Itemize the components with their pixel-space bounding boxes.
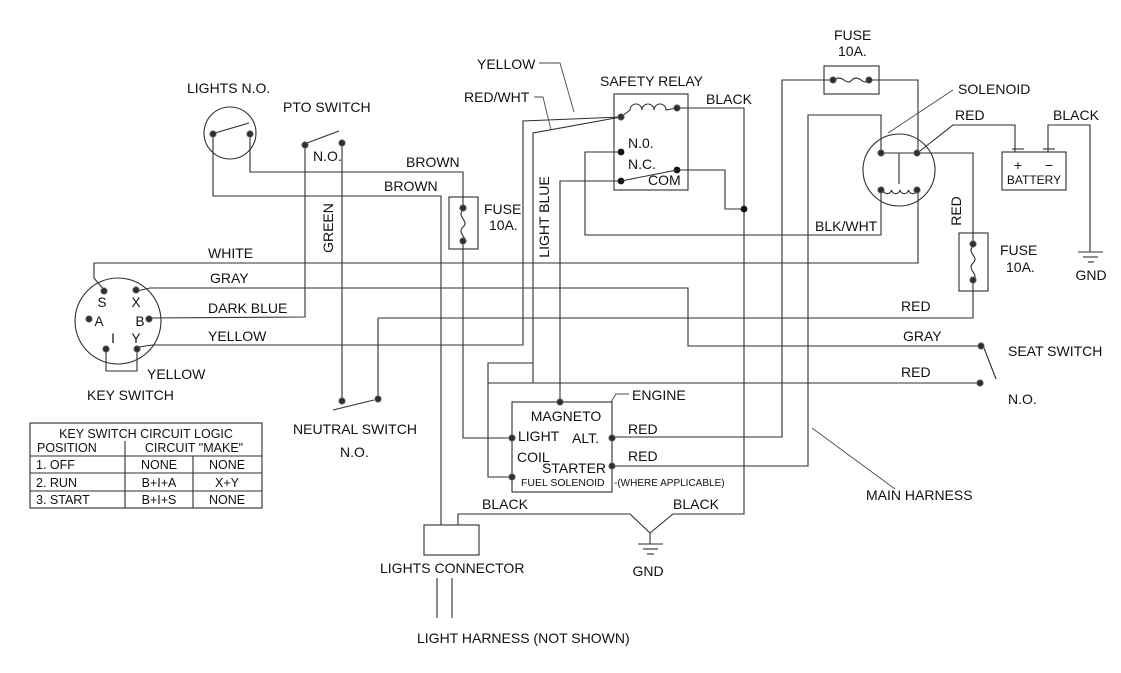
seat-state-label: N.O. bbox=[1008, 391, 1037, 407]
table-cell: B+I+S bbox=[142, 493, 177, 507]
wire-blk-wht: BLK/WHT bbox=[815, 218, 878, 234]
key-terminal-i: I bbox=[111, 331, 115, 346]
relay-no-label: N.0. bbox=[628, 135, 654, 151]
wire-red-seat: RED bbox=[901, 364, 931, 380]
wire-brown-lower: BROWN bbox=[384, 178, 438, 194]
engine-label: ENGINE bbox=[632, 387, 686, 403]
gnd-battery-label: GND bbox=[1075, 267, 1106, 283]
pto-switch bbox=[301, 130, 346, 149]
fuse-right bbox=[958, 232, 989, 292]
gnd-engine-label: GND bbox=[632, 563, 663, 579]
engine-fuel-solenoid: FUEL SOLENOID bbox=[521, 477, 605, 489]
table-cell: 2. RUN bbox=[36, 476, 77, 490]
fuse-right-rating: 10A. bbox=[1006, 259, 1035, 275]
wire-black-engine: BLACK bbox=[673, 496, 720, 512]
key-terminal-a: A bbox=[94, 314, 103, 329]
battery: + − BATTERY bbox=[1001, 149, 1067, 191]
battery-label: BATTERY bbox=[1007, 173, 1061, 187]
lights-switch bbox=[203, 106, 257, 160]
fuse-middle bbox=[448, 196, 479, 250]
wire-red-starter: RED bbox=[628, 448, 658, 464]
key-terminal-y: Y bbox=[131, 331, 140, 346]
table-col-position: POSITION bbox=[37, 441, 97, 455]
key-switch-label: KEY SWITCH bbox=[87, 387, 174, 403]
engine-coil: COIL bbox=[517, 449, 550, 465]
wire-yellow-key: YELLOW bbox=[208, 328, 267, 344]
key-terminal-b: B bbox=[135, 314, 144, 329]
wire-red-wht: RED/WHT bbox=[464, 89, 530, 105]
wire-green: GREEN bbox=[320, 203, 336, 253]
pto-switch-label: PTO SWITCH bbox=[283, 99, 371, 115]
fuse-top-label: FUSE bbox=[834, 27, 871, 43]
safety-relay-label: SAFETY RELAY bbox=[600, 73, 704, 89]
lights-switch-label: LIGHTS N.O. bbox=[187, 80, 270, 96]
battery-minus: − bbox=[1045, 157, 1053, 173]
wire-black-relay: BLACK bbox=[706, 91, 753, 107]
table-cell: 1. OFF bbox=[36, 458, 75, 472]
wire-red-battery: RED bbox=[955, 107, 985, 123]
safety-relay bbox=[613, 93, 748, 213]
wire-black-battery: BLACK bbox=[1053, 107, 1100, 123]
key-switch: S X A B I Y bbox=[74, 277, 162, 365]
main-harness-label: MAIN HARNESS bbox=[866, 487, 973, 503]
engine-starter: STARTER bbox=[542, 460, 606, 476]
wire-brown-upper: BROWN bbox=[406, 154, 460, 170]
wire-white: WHITE bbox=[208, 245, 253, 261]
wire-gray-seat: GRAY bbox=[903, 328, 942, 344]
battery-ground-symbol bbox=[1078, 251, 1103, 263]
engine-box bbox=[508, 398, 616, 493]
neutral-switch-label: NEUTRAL SWITCH bbox=[293, 421, 417, 437]
neutral-switch bbox=[332, 395, 382, 411]
table-title: KEY SWITCH CIRCUIT LOGIC bbox=[59, 427, 233, 441]
engine-ground-symbol bbox=[638, 543, 663, 555]
wire-gray: GRAY bbox=[210, 270, 249, 286]
engine-light: LIGHT bbox=[518, 428, 560, 444]
battery-plus: + bbox=[1014, 157, 1022, 173]
relay-nc-label: N.C. bbox=[628, 156, 656, 172]
solenoid bbox=[862, 133, 936, 207]
seat-switch bbox=[976, 342, 997, 387]
wire-light-blue: LIGHT BLUE bbox=[536, 176, 552, 257]
wire-red-fuse-vert: RED bbox=[948, 196, 964, 226]
wire-yellow-loop: YELLOW bbox=[147, 366, 206, 382]
labels: LIGHTS N.O. PTO SWITCH N.O. BROWN BROWN … bbox=[87, 27, 1107, 646]
lights-connector-label: LIGHTS CONNECTOR bbox=[380, 560, 524, 576]
wire-dark-blue: DARK BLUE bbox=[208, 300, 287, 316]
where-applicable-note: -(WHERE APPLICABLE) bbox=[614, 478, 725, 489]
solenoid-label: SOLENOID bbox=[958, 81, 1030, 97]
wire-black-connector: BLACK bbox=[482, 496, 529, 512]
key-terminal-s: S bbox=[97, 295, 106, 310]
leader-lines bbox=[534, 62, 954, 490]
fuse-middle-rating: 10A. bbox=[489, 217, 518, 233]
table-col-circuit: CIRCUIT "MAKE" bbox=[145, 441, 243, 455]
wire-lines bbox=[93, 79, 1091, 618]
fuse-right-label: FUSE bbox=[1000, 242, 1037, 258]
table-cell: NONE bbox=[141, 458, 177, 472]
table-cell: 3. START bbox=[36, 493, 90, 507]
pto-state-label: N.O. bbox=[313, 148, 342, 164]
neutral-state-label: N.O. bbox=[340, 444, 369, 460]
fuse-top-rating: 10A. bbox=[838, 43, 867, 59]
engine-alt: ALT. bbox=[572, 430, 599, 446]
seat-switch-label: SEAT SWITCH bbox=[1008, 343, 1102, 359]
key-terminal-x: X bbox=[131, 295, 140, 310]
wire-red-alt: RED bbox=[628, 421, 658, 437]
table-cell: NONE bbox=[209, 458, 245, 472]
relay-com-label: COM bbox=[648, 172, 681, 188]
fuse-middle-label: FUSE bbox=[484, 201, 521, 217]
fuse-top bbox=[823, 65, 880, 95]
table-cell: NONE bbox=[209, 493, 245, 507]
light-harness-label: LIGHT HARNESS (NOT SHOWN) bbox=[417, 630, 630, 646]
wire-red-main: RED bbox=[901, 298, 931, 314]
table-cell: B+I+A bbox=[142, 476, 177, 490]
lights-connector-box bbox=[423, 524, 480, 556]
table-cell: X+Y bbox=[215, 476, 240, 490]
engine-magneto: MAGNETO bbox=[531, 408, 602, 424]
key-switch-logic-table: KEY SWITCH CIRCUIT LOGIC POSITION CIRCUI… bbox=[29, 422, 263, 509]
wire-yellow-relay: YELLOW bbox=[477, 56, 536, 72]
